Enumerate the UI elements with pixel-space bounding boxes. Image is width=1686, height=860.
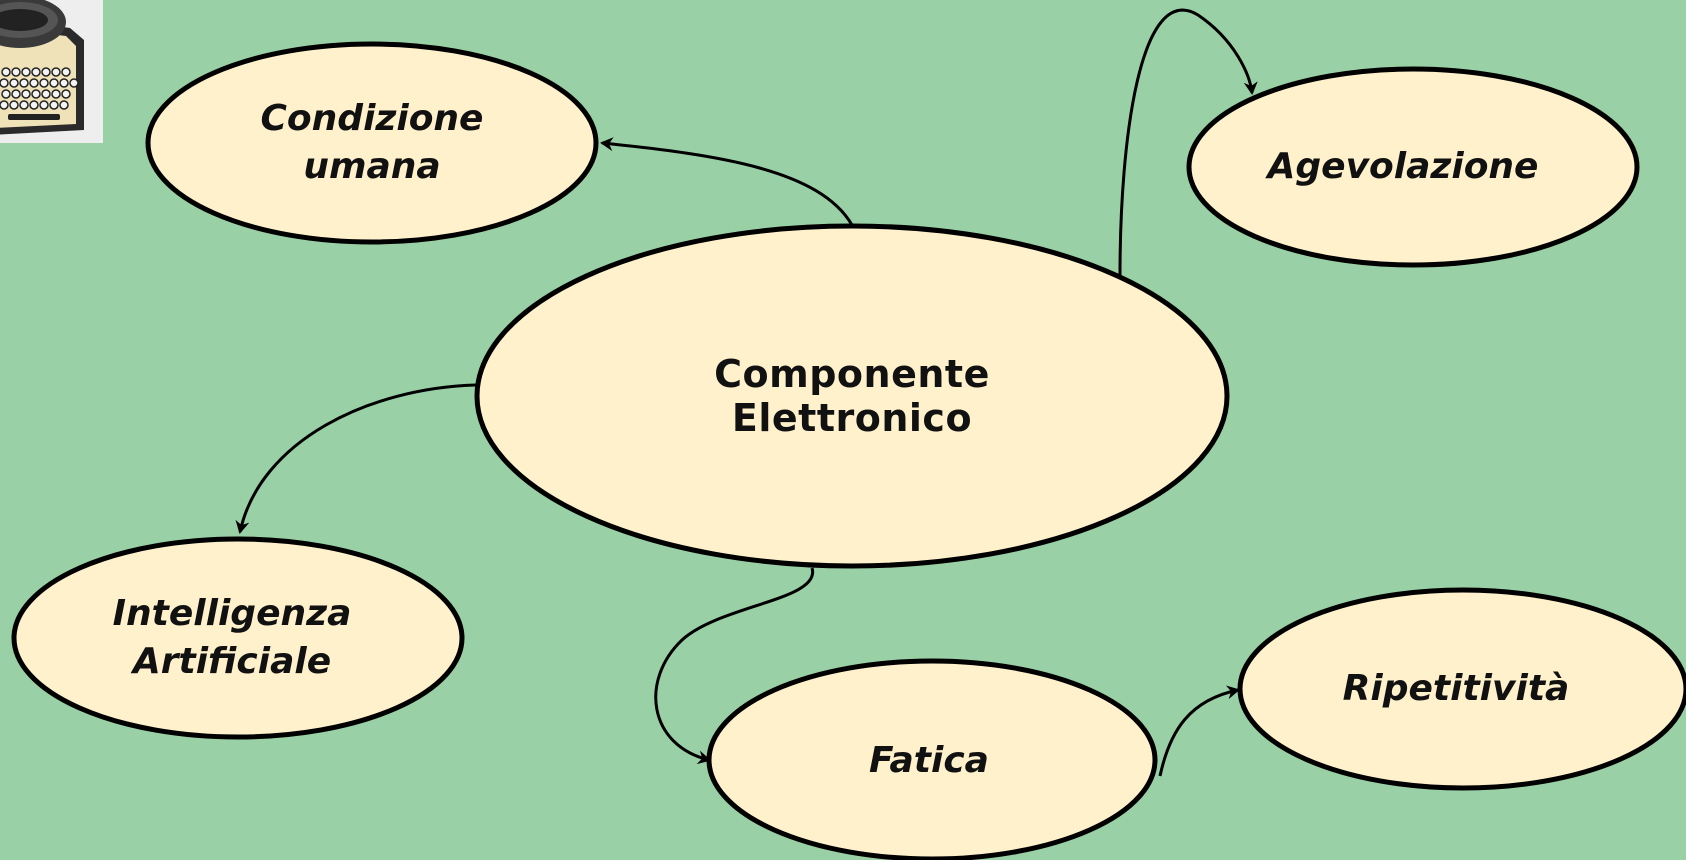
node-label-condizione-umana: Condizione umana: [261, 95, 484, 191]
node-label-ripetitivita: Ripetitività: [1343, 665, 1570, 713]
node-label-line: Ripetitività: [1342, 668, 1570, 709]
node-label-line: Artificiale: [132, 641, 332, 682]
node-label-line: Elettronico: [731, 396, 973, 440]
typewriter-image: [0, 0, 103, 143]
node-label-componente-elettronico: Componente Elettronico: [714, 352, 990, 440]
node-label-line: Intelligenza: [112, 593, 352, 634]
edge-center-to-condizione-umana: [600, 137, 854, 226]
edge-fatica-to-ripetitivita: [1158, 685, 1240, 777]
node-agevolazione: [1186, 66, 1640, 268]
node-ripetitivita: [1237, 587, 1686, 791]
node-fatica: [706, 658, 1158, 860]
typewriter-icon: [0, 0, 103, 143]
edge-center-to-fatica: [654, 567, 814, 765]
node-label-fatica: Fatica: [869, 737, 989, 785]
node-label-line: umana: [303, 146, 441, 187]
node-label-line: Condizione: [260, 98, 484, 139]
node-componente-elettronico: [474, 223, 1230, 569]
node-label-line: Componente: [714, 352, 990, 396]
edge-center-to-agevolazione: [1118, 8, 1258, 276]
edge-center-to-intelligenza-artificiale: [235, 383, 477, 534]
node-intelligenza-artificiale: [11, 536, 465, 740]
node-label-line: Fatica: [869, 740, 989, 781]
node-condizione-umana: [145, 41, 599, 245]
node-label-intelligenza-artificiale: Intelligenza Artificiale: [113, 590, 352, 686]
node-label-agevolazione: Agevolazione: [1268, 143, 1539, 191]
node-label-line: Agevolazione: [1267, 146, 1539, 187]
